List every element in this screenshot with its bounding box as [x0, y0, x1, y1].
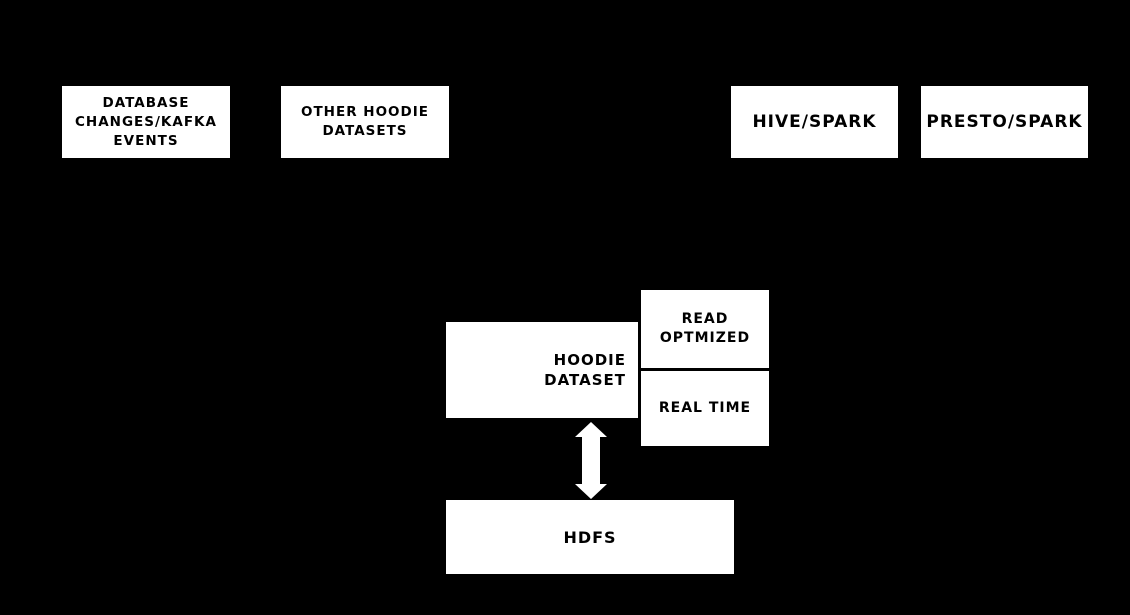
node-hdfs: HDFS [446, 500, 734, 574]
bidirectional-arrow-icon [575, 422, 607, 499]
node-database-changes-kafka-events: DATABASE CHANGES/KAFKA EVENTS [62, 86, 230, 158]
node-hoodie-dataset: HOODIE DATASET [446, 322, 638, 418]
node-hive-spark: HIVE/SPARK [731, 86, 898, 158]
node-real-time-view: REAL TIME [641, 371, 769, 446]
node-other-hoodie-datasets: OTHER HOODIE DATASETS [281, 86, 449, 158]
node-presto-spark: PRESTO/SPARK [921, 86, 1088, 158]
node-read-optmized-view: READ OPTMIZED [641, 290, 769, 368]
